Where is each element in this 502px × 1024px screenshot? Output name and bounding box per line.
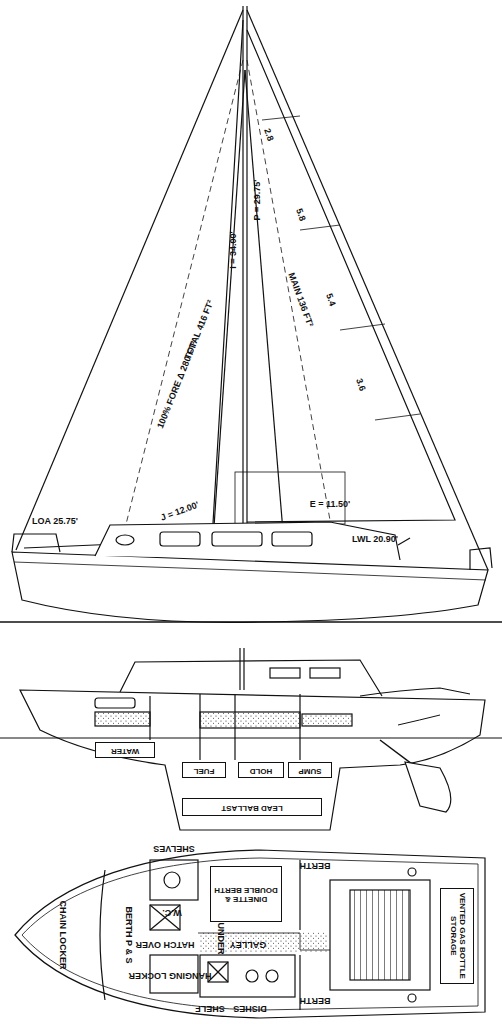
compartment-box: DINETTE & DOUBLE BERTH <box>210 866 282 922</box>
part-label: J = 12.00' <box>160 501 201 524</box>
part-label: E = 11.50' <box>310 500 350 510</box>
part-label: BERTH <box>300 995 331 1005</box>
part-label: CHAIN LOCKER <box>57 901 67 970</box>
part-label: SHELF <box>195 1003 225 1013</box>
compartment-label: HOLD <box>241 766 281 775</box>
part-label: 2.8 <box>261 127 275 142</box>
part-label: BERTH <box>300 860 331 870</box>
compartment-box: FUEL <box>182 762 226 778</box>
compartment-label: WATER <box>98 746 152 755</box>
compartment-label: FUEL <box>185 766 223 775</box>
compartment-box: LEAD BALLAST <box>182 798 322 816</box>
compartment-label: DINETTE & DOUBLE BERTH <box>213 885 279 903</box>
part-label: GALLEY <box>230 939 267 949</box>
compartment-label: SUMP <box>291 766 329 775</box>
compartment-box: WATER <box>95 742 155 758</box>
part-label: I = 34.00' <box>229 231 239 268</box>
part-label: LWL 20.90' <box>352 535 398 545</box>
compartment-box: HOLD <box>238 762 284 778</box>
part-label: HATCH OVER <box>136 939 195 949</box>
compartment-label: LEAD BALLAST <box>185 803 319 812</box>
part-label: DISHES <box>233 1003 267 1013</box>
part-label: P = 29.75' <box>253 180 263 221</box>
compartment-label: VENTED GAS BOTTLE STORAGE <box>448 891 466 981</box>
part-label: SHELVES <box>153 843 194 853</box>
compartment-box: SUMP <box>288 762 332 778</box>
part-label: W.C. <box>162 907 182 917</box>
part-label: 3.6 <box>353 377 367 392</box>
compartment-box: VENTED GAS BOTTLE STORAGE <box>440 888 474 984</box>
part-label: 5.4 <box>323 292 337 307</box>
part-label: LOA 25.75' <box>32 517 78 527</box>
part-label: 5.8 <box>293 207 307 222</box>
part-label: BERTH P & S <box>123 907 133 964</box>
part-label: HANGING LOCKER <box>129 970 212 980</box>
part-label: 100% FORE Δ 280 FT² <box>156 340 200 430</box>
